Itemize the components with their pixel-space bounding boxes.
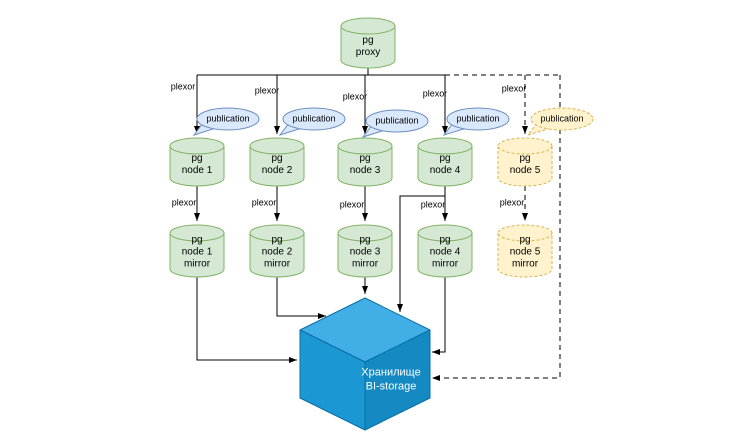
pg-node-2-cylinder (249, 137, 305, 187)
pg-node-3-cylinder (337, 137, 393, 187)
edge-proxy-storage-dashed (432, 75, 561, 381)
pg-node-1-mirror-cylinder (169, 224, 225, 278)
pg-node-4-cylinder (417, 137, 473, 187)
publication-bubble-2 (278, 107, 346, 136)
pg-proxy-cylinder (340, 17, 396, 69)
edge-mirror4-storage (432, 277, 446, 355)
edge-mirror2-storage (276, 277, 326, 319)
pg-node-1-cylinder (169, 137, 225, 187)
edge-mirror1-storage (196, 277, 297, 363)
pg-node-5-mirror-cylinder (497, 224, 553, 278)
pg-node-2-mirror-cylinder (249, 224, 305, 278)
publication-bubble-5 (526, 107, 594, 136)
connectors (194, 68, 561, 381)
pg-node-5-cylinder (497, 137, 553, 187)
bi-storage-cube (299, 297, 431, 431)
edge-node4-storage (397, 195, 445, 312)
publication-bubble-1 (192, 107, 260, 136)
pg-node-3-mirror-cylinder (337, 224, 393, 278)
pg-node-4-mirror-cylinder (417, 224, 473, 278)
publication-bubble-4 (442, 107, 510, 136)
publication-bubble-3 (361, 109, 429, 138)
